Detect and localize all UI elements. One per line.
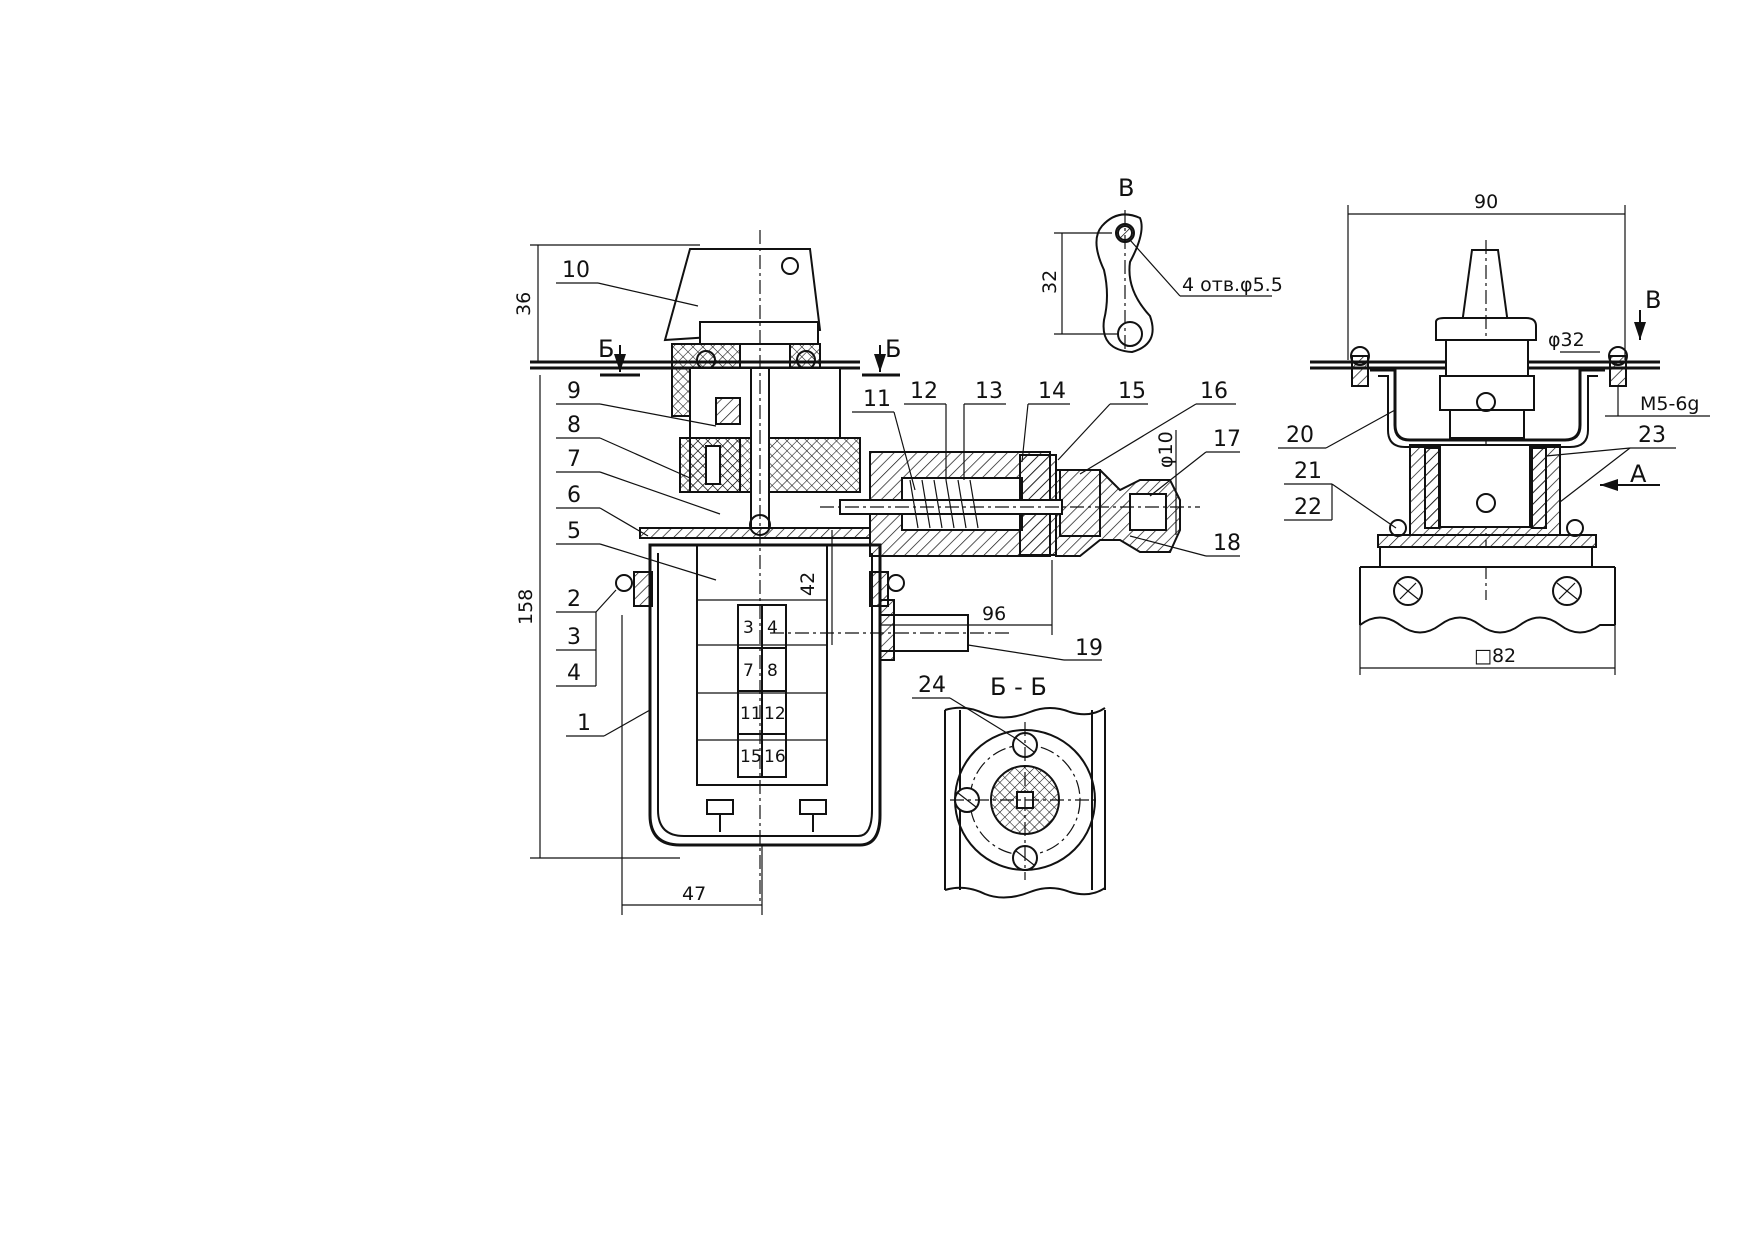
part-9: 9: [567, 379, 581, 404]
cell-11: 11: [740, 704, 762, 724]
dim-sq82: □82: [1474, 645, 1516, 667]
part-8: 8: [567, 413, 581, 438]
cell-16: 16: [764, 747, 786, 767]
part-18: 18: [1213, 531, 1241, 556]
part-22: 22: [1294, 495, 1322, 520]
part-4: 4: [567, 661, 581, 686]
handle-base: [699, 321, 819, 345]
section-mark-right: Б: [885, 335, 901, 363]
cell-4: 4: [767, 618, 778, 638]
cell-8: 8: [767, 661, 778, 681]
view-v-detail: В 32 4 отв.φ5.5: [1039, 174, 1283, 354]
dim-32: 32: [1039, 270, 1061, 294]
part-14: 14: [1038, 379, 1066, 404]
right-view: 90 φ32: [1278, 191, 1710, 675]
contact-block-5: [696, 544, 828, 786]
cell-15: 15: [740, 747, 762, 767]
dim-90: 90: [1474, 191, 1498, 213]
part-labels-top: 11 12 13 14 15 16 17 18 19: [852, 379, 1241, 661]
part-11: 11: [863, 387, 891, 412]
part-21: 21: [1294, 459, 1322, 484]
section-mark-left: Б: [598, 335, 614, 363]
part-6: 6: [567, 483, 581, 508]
cell-7: 7: [743, 661, 754, 681]
section-b-b: Б - Б 24: [912, 673, 1106, 899]
dim-36: 36: [513, 292, 535, 316]
part-1: 1: [577, 711, 591, 736]
main-dimensions: 36 158 47 42 96 φ10: [513, 244, 1177, 915]
view-label: В: [1118, 174, 1134, 202]
part-7: 7: [567, 447, 581, 472]
section-title: Б - Б: [990, 673, 1047, 701]
part-23: 23: [1638, 423, 1666, 448]
main-view: 3 4 7 8 11 12 15 16: [530, 230, 1200, 905]
handle-10: [663, 248, 822, 342]
dim-holes: 4 отв.φ5.5: [1182, 274, 1283, 296]
dim-158: 158: [515, 589, 537, 625]
dim-d32b: φ32: [1548, 329, 1585, 351]
dim-47: 47: [682, 883, 706, 905]
dim-96: 96: [982, 603, 1006, 625]
part-2: 2: [567, 587, 581, 612]
cell-12: 12: [764, 704, 786, 724]
cell-3: 3: [743, 618, 754, 638]
arrow-a-label: А: [1630, 460, 1647, 488]
part-12: 12: [910, 379, 938, 404]
part-15: 15: [1118, 379, 1146, 404]
part-13: 13: [975, 379, 1003, 404]
terminal-table: 3 4 7 8 11 12 15 16: [737, 604, 787, 778]
dim-thread: M5-6g: [1640, 393, 1700, 415]
part-16: 16: [1200, 379, 1228, 404]
part-17: 17: [1213, 427, 1241, 452]
part-3: 3: [567, 625, 581, 650]
part-20: 20: [1286, 423, 1314, 448]
part-24: 24: [918, 673, 946, 698]
dim-d10: φ10: [1155, 431, 1177, 468]
part-10: 10: [562, 258, 590, 283]
part-labels-left: 10 9 8 7 6 5 2 3 4 1: [556, 258, 721, 737]
part-5: 5: [567, 519, 581, 544]
arrow-view-label: В: [1645, 286, 1661, 314]
part-19: 19: [1075, 636, 1103, 661]
housing-1: [648, 543, 882, 847]
dim-42: 42: [797, 572, 819, 596]
